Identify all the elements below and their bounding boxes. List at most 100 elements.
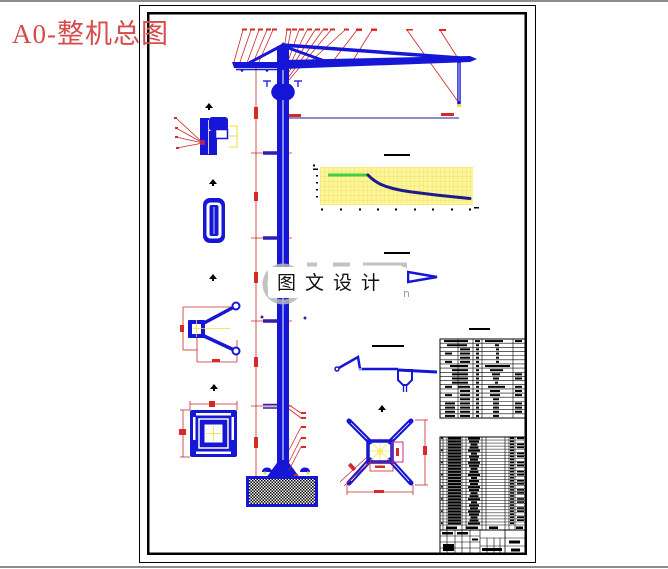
dimension-label <box>441 113 454 116</box>
leader-label <box>406 29 413 31</box>
cell-text <box>448 483 461 486</box>
dimension-label <box>289 114 301 117</box>
cell-text <box>460 352 470 355</box>
cell-text <box>510 446 514 449</box>
cell-text <box>510 470 514 473</box>
table-border <box>439 436 527 555</box>
cell-text <box>510 458 514 461</box>
dimension-label <box>180 325 184 332</box>
cell-text <box>510 513 514 515</box>
cell-text <box>469 446 479 449</box>
cell-text <box>476 389 479 392</box>
leader-label <box>301 426 306 428</box>
cell-text <box>452 373 468 376</box>
cell-text <box>476 414 479 417</box>
load-chart <box>313 164 479 211</box>
cell-text <box>448 501 461 504</box>
cell-text <box>448 440 461 443</box>
cell-text <box>458 385 470 388</box>
slewing-unit <box>271 84 295 100</box>
sheet-inner-border <box>147 12 527 555</box>
cell-text <box>448 446 461 449</box>
cell-text <box>448 470 461 473</box>
tie-anchor <box>303 316 307 320</box>
base-section-strips <box>193 413 234 454</box>
cell-text <box>471 501 477 504</box>
cell-text <box>493 398 499 401</box>
cell-text <box>510 452 514 455</box>
cell-text <box>469 519 479 522</box>
slewing-frame-arm <box>203 305 235 325</box>
jib-end-pin <box>334 366 340 372</box>
cell-text <box>492 373 500 376</box>
leader-label <box>439 29 446 31</box>
cell-text <box>469 470 479 473</box>
counter-jib <box>232 62 283 68</box>
leader-line <box>288 408 302 419</box>
cell-text <box>460 356 470 359</box>
cell-text <box>476 394 479 397</box>
cell-text <box>468 437 480 440</box>
cell-text <box>448 492 461 495</box>
base-section-frame <box>198 418 229 449</box>
cell-text <box>485 365 510 368</box>
cross-base-plan-view <box>339 418 428 495</box>
load-chart-y-ticks <box>313 164 318 198</box>
leader-label <box>356 28 362 31</box>
header-text <box>446 526 457 529</box>
cell-text <box>460 360 470 363</box>
cell-text <box>468 461 480 464</box>
cab-leaders <box>175 117 204 149</box>
cell-text <box>470 483 478 486</box>
cell-text <box>496 348 499 351</box>
leader-label <box>323 28 328 31</box>
cell-text <box>460 398 470 401</box>
leader-line <box>288 404 302 414</box>
cell-text <box>496 352 499 355</box>
cell-text <box>448 507 461 510</box>
cell-text <box>476 360 479 363</box>
cell-text <box>510 501 514 503</box>
dimension-label <box>212 359 220 362</box>
tie-anchor <box>260 315 264 319</box>
cross-base-dimensions <box>339 419 428 495</box>
platform-support <box>240 69 244 72</box>
dimension-label <box>374 490 384 493</box>
dimension-label <box>209 401 215 407</box>
cell-text <box>515 373 522 376</box>
cell-text <box>448 513 461 516</box>
cab-lower <box>209 131 217 155</box>
cell-text <box>441 498 443 500</box>
cell-text <box>510 522 514 525</box>
cell-text <box>460 406 470 409</box>
view-title-bars <box>372 154 490 347</box>
cell-text <box>517 461 524 464</box>
cell-text <box>510 495 514 497</box>
title-block-text <box>457 532 468 535</box>
cell-text <box>470 443 478 446</box>
cell-text <box>517 437 524 440</box>
leader-label <box>301 417 306 419</box>
cell-text <box>469 440 479 443</box>
base-fitting-marker <box>263 471 267 475</box>
leader-label <box>286 28 291 31</box>
cell-text <box>469 513 479 516</box>
cab-roof <box>209 117 228 131</box>
jib-section-line <box>336 355 398 371</box>
dimension-label <box>423 446 427 455</box>
jib-upper-chord <box>282 43 461 60</box>
cell-text <box>441 510 443 512</box>
cell-text <box>510 467 514 470</box>
cell-text <box>475 340 480 343</box>
hook-marker <box>457 104 461 107</box>
sheet-outer-border <box>139 5 536 563</box>
section-marker-icon <box>209 179 217 186</box>
cell-text <box>448 519 461 522</box>
cell-text <box>441 437 443 440</box>
cell-text <box>470 516 478 519</box>
page-title: A0-整机总图 <box>12 19 169 49</box>
cell-text <box>510 510 514 512</box>
leader-label <box>299 28 304 31</box>
cell-text <box>517 507 524 509</box>
cell-text <box>488 385 505 388</box>
